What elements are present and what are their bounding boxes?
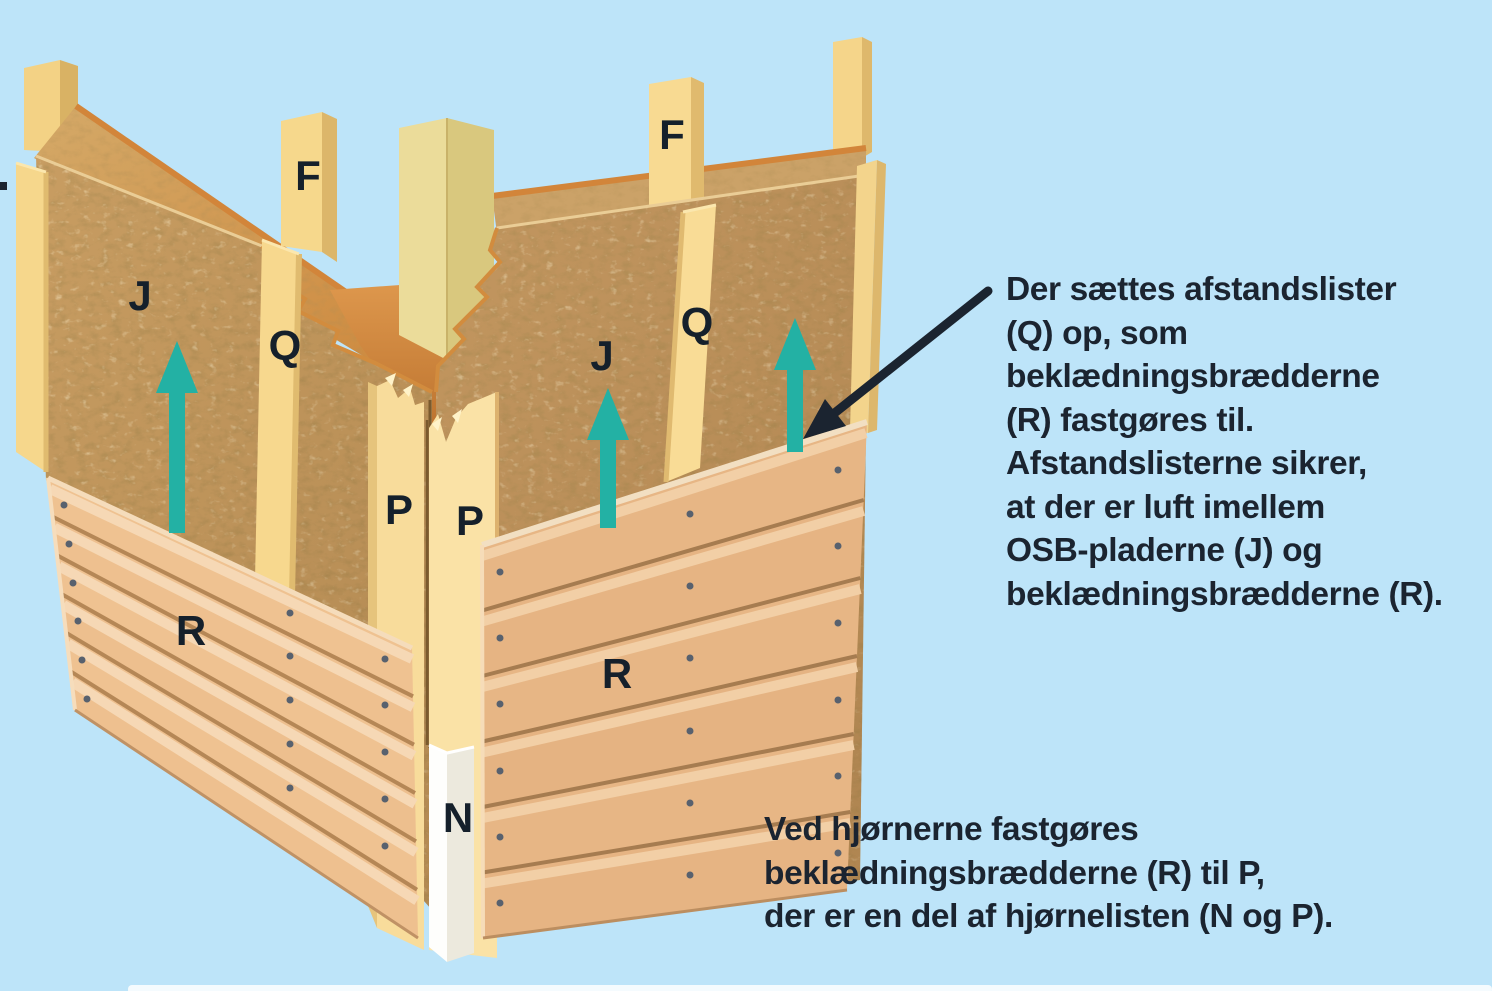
batten-Q-left xyxy=(255,238,302,598)
note-spacer-battens: Der sættes afstandslister (Q) op, som be… xyxy=(1006,271,1443,613)
stud-post-far-right xyxy=(833,37,872,158)
label-R-left: R xyxy=(175,607,207,654)
label-J-right: J xyxy=(590,332,614,379)
cladding-left-bevels xyxy=(47,484,420,905)
label-J-left: J xyxy=(128,272,152,319)
pointer-arrow xyxy=(803,286,993,439)
cladding-right-gaps xyxy=(481,498,865,875)
note-corner-fixing: Ved hjørnerne fastgøres beklædningsbrædd… xyxy=(764,811,1333,935)
airflow-arrow-right xyxy=(774,318,816,452)
label-P-left: P xyxy=(384,486,414,533)
label-R-right: R xyxy=(601,650,633,697)
corner-strip-N xyxy=(428,743,475,962)
label-Q-left: Q xyxy=(268,322,302,369)
label-F-right: F xyxy=(659,111,685,158)
label-P-right: P xyxy=(455,497,485,544)
cladding-right-wall xyxy=(480,419,868,940)
label-F-left: F xyxy=(295,152,321,199)
bottom-strip xyxy=(128,985,1492,991)
stud-F-right xyxy=(649,77,704,222)
nails-right-wall xyxy=(496,466,842,907)
airflow-arrow-middle xyxy=(587,388,629,528)
cladding-left-wall xyxy=(46,475,420,940)
batten-Q-right xyxy=(663,203,717,483)
stud-F-left xyxy=(281,112,337,262)
label-N: N xyxy=(442,794,474,841)
label-Q-right: Q xyxy=(680,299,714,346)
left-edge-mark xyxy=(0,182,7,190)
cladding-left-gaps xyxy=(51,514,419,892)
batten-right-edge xyxy=(850,160,886,433)
batten-left-edge xyxy=(15,161,49,472)
nails-left-wall xyxy=(60,501,389,850)
cladding-right-bevels xyxy=(480,428,868,889)
airflow-arrow-left xyxy=(156,341,198,533)
